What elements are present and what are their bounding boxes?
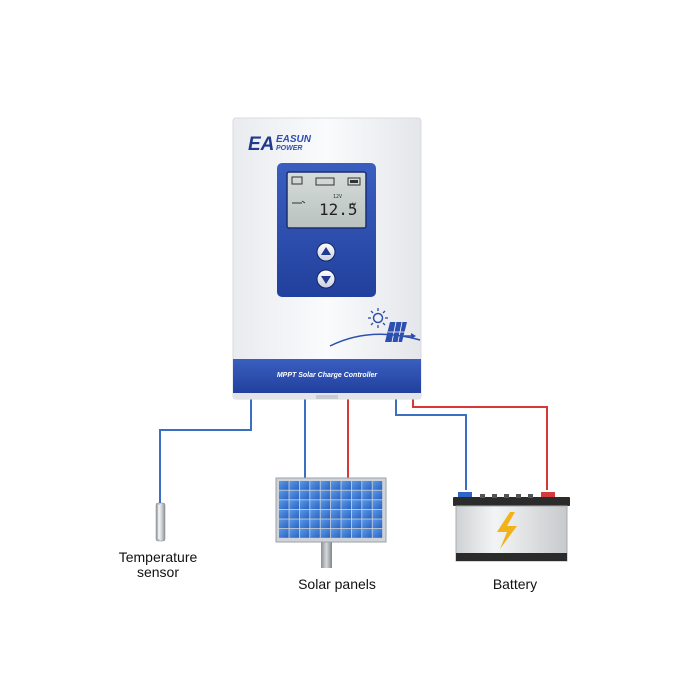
solar-cells <box>279 481 383 538</box>
solar-cell <box>279 509 289 519</box>
battery <box>453 492 570 562</box>
product-band <box>233 359 421 393</box>
solar-cell <box>299 529 310 538</box>
solar-cell <box>362 500 372 509</box>
solar-cell <box>299 509 310 519</box>
solar-cell <box>310 490 320 500</box>
solar-cell <box>341 529 351 538</box>
solar-cell <box>341 519 351 529</box>
up-button[interactable] <box>316 242 336 262</box>
solar-cell <box>289 481 299 490</box>
solar-cell <box>279 481 289 490</box>
solar-cell <box>320 519 331 529</box>
wires <box>159 398 548 504</box>
solar-cell <box>331 500 341 509</box>
solar-cell <box>310 500 320 509</box>
product-name: MPPT Solar Charge Controller <box>277 372 379 379</box>
solar-cell <box>320 529 331 538</box>
solar-cell <box>289 529 299 538</box>
solar-cell <box>289 490 299 500</box>
solar-cell <box>351 509 362 519</box>
solar-cell <box>289 519 299 529</box>
solar-cell <box>372 509 383 519</box>
solar-cell <box>320 509 331 519</box>
solar-panels-label: Solar panels <box>298 576 376 592</box>
solar-cell <box>310 481 320 490</box>
up-arrow-icon <box>321 247 331 255</box>
temperature-sensor-label-line2: sensor <box>136 564 180 580</box>
solar-cell <box>372 500 383 509</box>
lcd-small-reading: 12V <box>333 194 342 200</box>
solar-cell <box>289 509 299 519</box>
lcd-unit: V <box>352 203 356 209</box>
solar-cell <box>310 529 320 538</box>
solar-cell <box>299 519 310 529</box>
solar-cell <box>341 500 351 509</box>
solar-cell <box>362 490 372 500</box>
solar-cell <box>372 519 383 529</box>
solar-cell <box>372 529 383 538</box>
temperature-sensor-label: Temperature sensor <box>100 550 216 580</box>
temperature-sensor <box>155 502 166 542</box>
solar-cell <box>362 481 372 490</box>
solar-panel <box>275 477 387 568</box>
solar-cell <box>362 529 372 538</box>
solar-cell <box>331 481 341 490</box>
solar-cell <box>331 509 341 519</box>
solar-cell <box>299 500 310 509</box>
lcd-display: 12V 12.5 V <box>286 171 367 229</box>
solar-cell <box>362 509 372 519</box>
solar-cell <box>310 519 320 529</box>
down-arrow-icon <box>321 276 331 284</box>
solar-cell <box>320 500 331 509</box>
solar-cell <box>310 509 320 519</box>
solar-cell <box>341 481 351 490</box>
solar-cell <box>351 481 362 490</box>
solar-cell <box>331 490 341 500</box>
solar-cell <box>279 529 289 538</box>
wire-temperature-sensor <box>159 398 252 504</box>
solar-cell <box>372 490 383 500</box>
lightning-bolt-icon <box>497 512 517 549</box>
solar-cell <box>372 481 383 490</box>
solar-cell <box>299 490 310 500</box>
solar-cell <box>279 500 289 509</box>
brand-logo-sub: POWER <box>276 145 302 152</box>
battery-label: Battery <box>492 576 538 592</box>
solar-cell <box>279 490 289 500</box>
solar-cell <box>351 529 362 538</box>
solar-cell <box>320 481 331 490</box>
temperature-sensor-label-line1: Temperature <box>118 549 198 565</box>
solar-cell <box>351 490 362 500</box>
sun-solar-icon <box>329 308 421 347</box>
solar-cell <box>331 519 341 529</box>
solar-cell <box>341 509 351 519</box>
brand-logo-sun: EASUN <box>276 134 312 145</box>
solar-cell <box>362 519 372 529</box>
lcd-voltage: 12.5 <box>319 200 358 219</box>
solar-cell <box>320 490 331 500</box>
down-button[interactable] <box>316 269 336 289</box>
solar-cell <box>351 519 362 529</box>
brand-logo: EA EASUN POWER <box>248 134 312 155</box>
solar-cell <box>299 481 310 490</box>
brand-logo-main: EA <box>248 134 274 155</box>
wire-battery-positive <box>412 398 548 490</box>
wire-battery-negative <box>395 398 467 490</box>
solar-cell <box>331 529 341 538</box>
solar-cell <box>279 519 289 529</box>
solar-cell <box>351 500 362 509</box>
solar-cell <box>289 500 299 509</box>
charge-controller: EA EASUN POWER 12V 12.5 V <box>232 117 422 400</box>
solar-cell <box>341 490 351 500</box>
